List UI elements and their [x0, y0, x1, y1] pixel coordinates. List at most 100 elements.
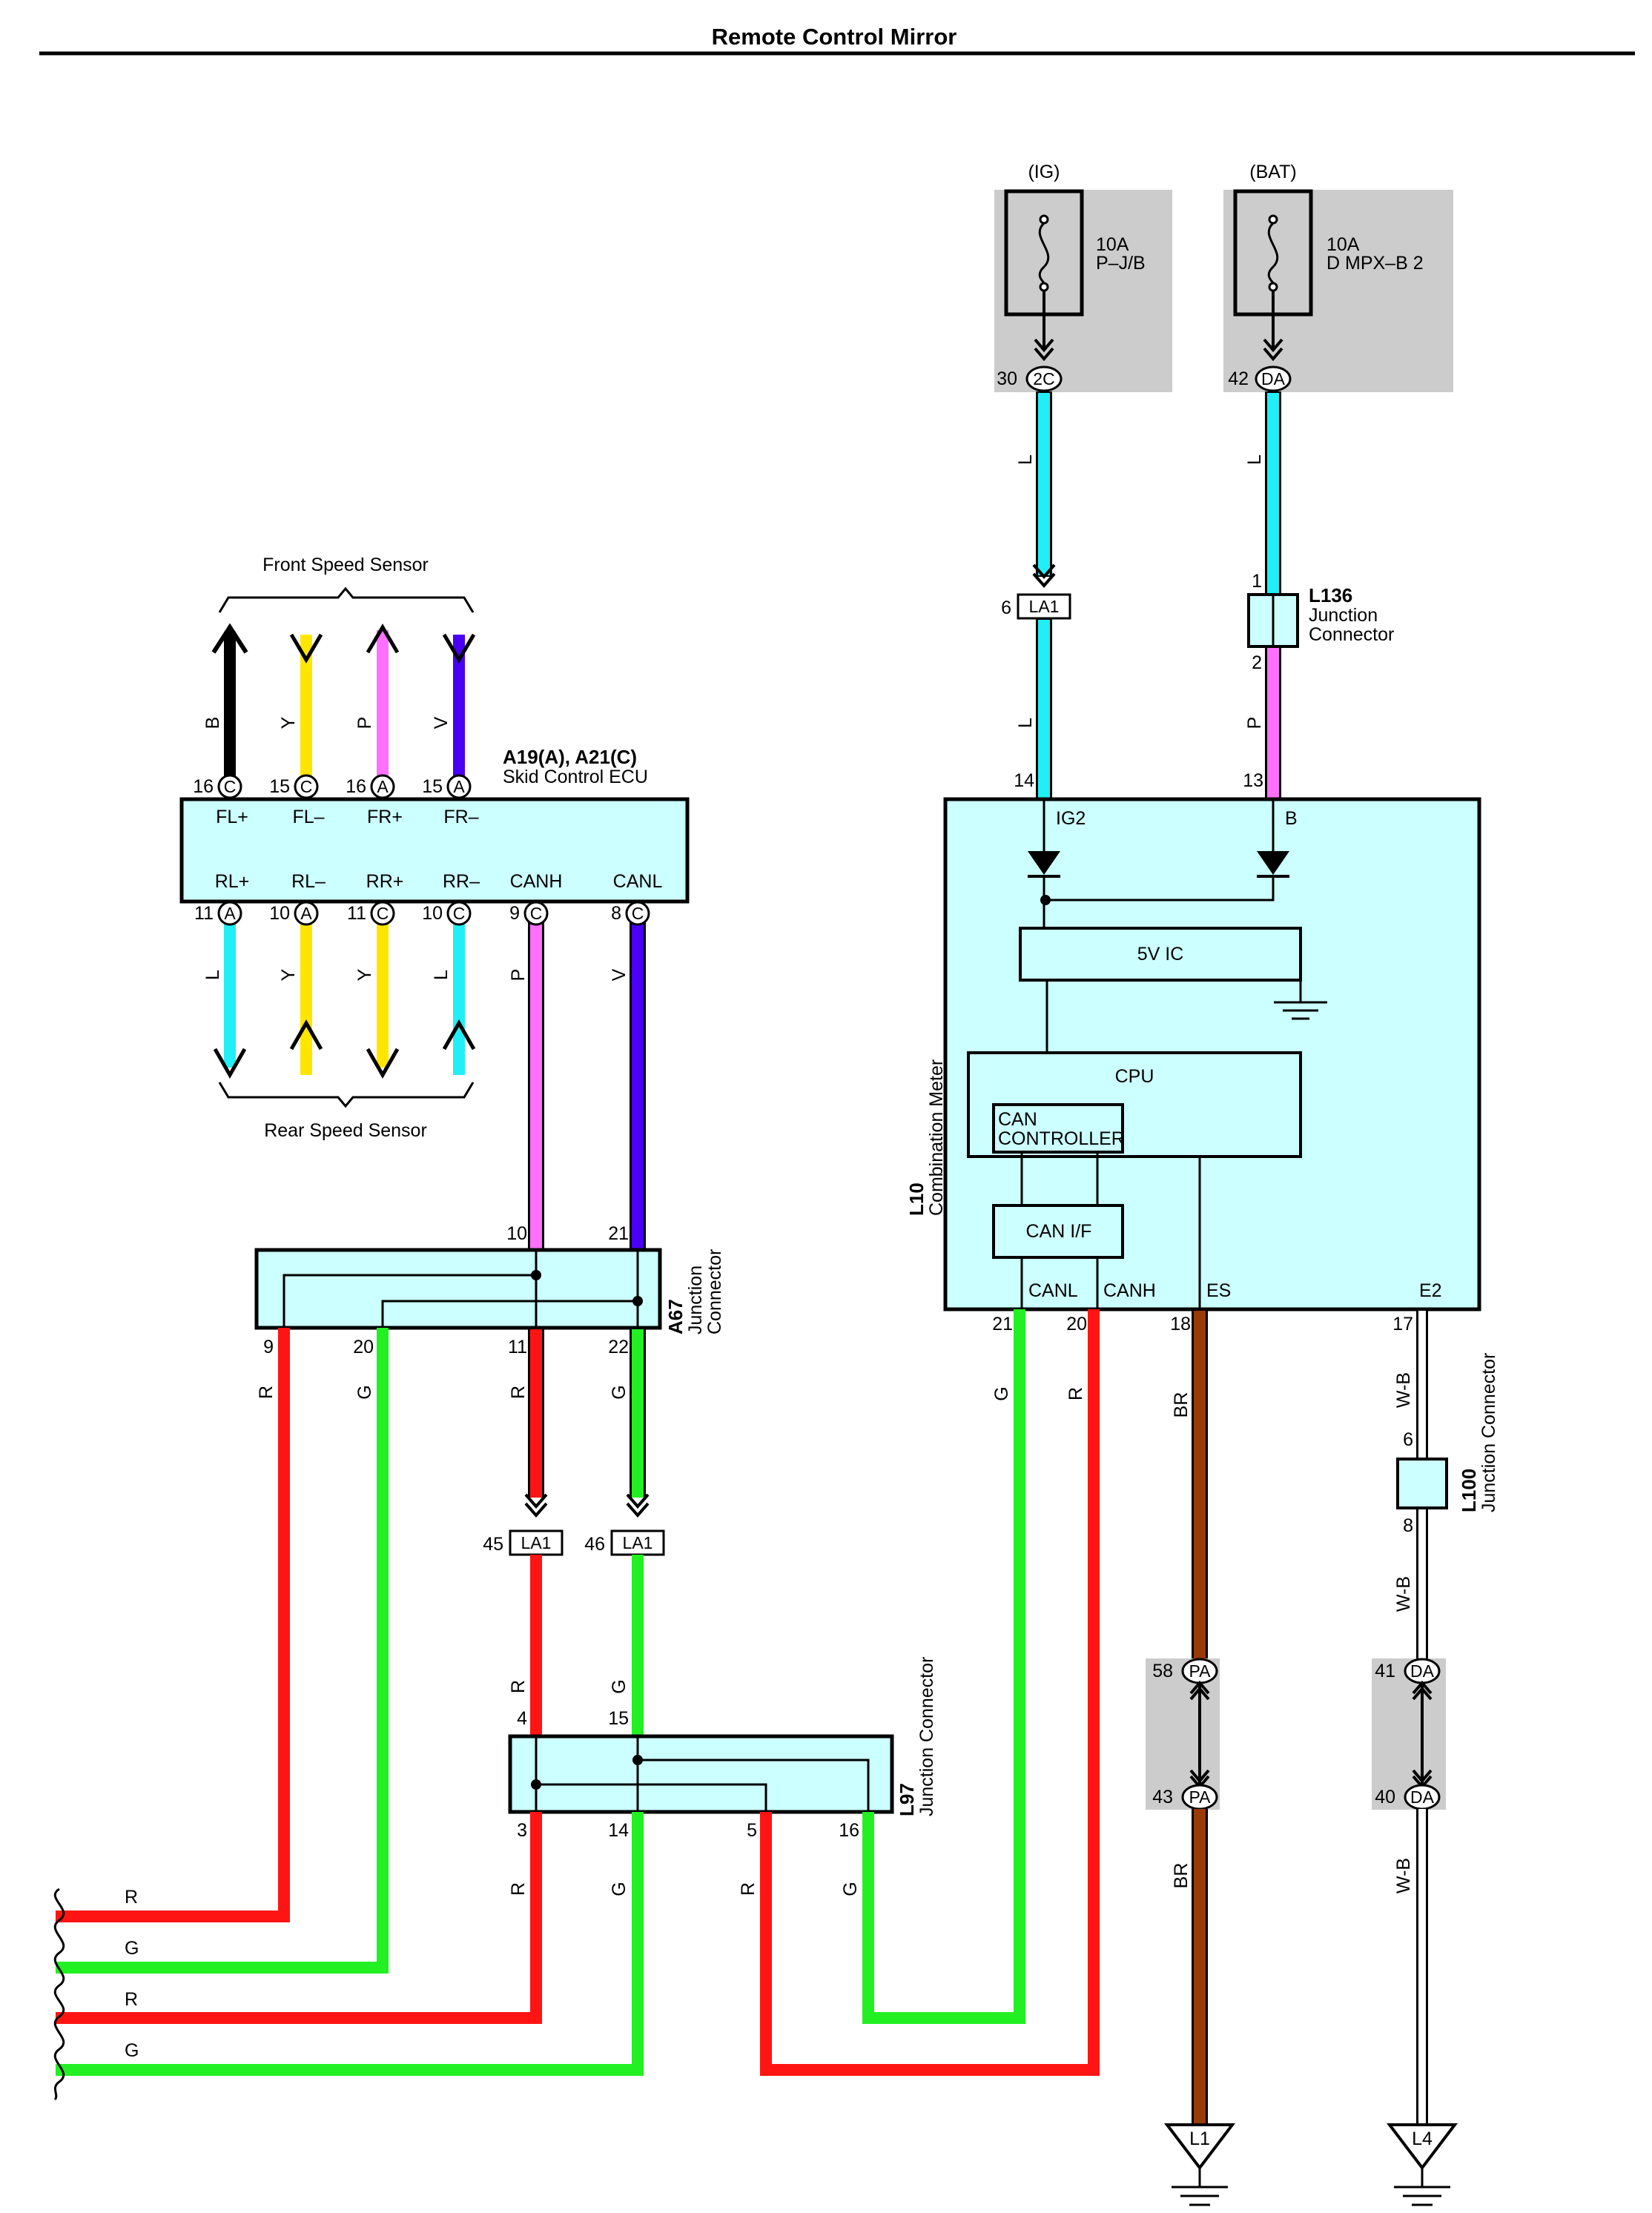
meter-pin-18: 18	[1170, 1314, 1191, 1334]
l97-pin-5: 5	[747, 1820, 757, 1841]
can-controller	[992, 1103, 1124, 1154]
da-pin-top: 41	[1375, 1661, 1395, 1681]
ecu-label-rr-plus: RR+	[366, 871, 404, 892]
can-controller-label-2: CONTROLLER	[998, 1128, 1125, 1149]
ecu-bot-conn-5: C	[530, 904, 543, 923]
ig-fuse-location: P–J/B	[1096, 253, 1146, 274]
ig-fuse-block: (IG) 10A P–J/B 2C 30	[994, 162, 1172, 392]
ecu-bot-conn-1: A	[224, 904, 236, 923]
ig-fuse-conn: 2C	[1033, 369, 1054, 388]
a67-code: A67	[664, 1299, 687, 1334]
meter-pin-21: 21	[992, 1314, 1013, 1334]
ecu-top-conn-2: C	[300, 777, 313, 796]
l97-junction-connector: 4 15 3 14 5 16 L97 Junction Connector	[508, 1657, 937, 1841]
la1-46-wire-color: G	[609, 1679, 630, 1693]
rr-plus-wire-color: Y	[354, 968, 375, 981]
l97-pin-15: 15	[608, 1708, 629, 1729]
harness-wire-4-color: G	[125, 2040, 139, 2061]
meter-canh-wire-color: R	[1065, 1387, 1086, 1400]
l97-pin-4: 4	[517, 1708, 527, 1729]
harness-wire-3-color: R	[125, 1989, 138, 2010]
da-conn-bottom: DA	[1410, 1787, 1435, 1807]
meter-pin-17: 17	[1392, 1314, 1413, 1334]
meter-canl-wire-color: G	[991, 1386, 1012, 1400]
ecu-top-conn-1: C	[224, 777, 237, 796]
l100-junction-connector	[1396, 1458, 1448, 1509]
skid-control-ecu: Front Speed Sensor B Y P V A19(A), A21(C…	[179, 555, 690, 1250]
5v-ic-label: 5V IC	[1137, 944, 1184, 965]
a67-pin-9: 9	[263, 1337, 274, 1357]
a67-wire-9-color: R	[256, 1386, 277, 1399]
la1-45-pin: 45	[483, 1534, 503, 1555]
l97-pin-16: 16	[839, 1820, 859, 1841]
la1-45-wire-color: R	[508, 1680, 529, 1693]
fl-plus-wire-color: B	[202, 717, 223, 730]
meter-pin-ig2: 14	[1014, 770, 1034, 791]
a67-name-1: Junction	[685, 1266, 706, 1334]
ecu-bot-conn-6: C	[632, 904, 644, 923]
pa-conn-top: PA	[1189, 1661, 1212, 1681]
ecu-top-conn-3: A	[377, 777, 389, 796]
l136-pin-in: 1	[1252, 571, 1262, 592]
can-if-label: CAN I/F	[1026, 1221, 1092, 1242]
meter-label-ig2: IG2	[1056, 808, 1086, 829]
a67-pin-20: 20	[353, 1337, 374, 1357]
ecu-bot-pin-5: 9	[509, 903, 520, 924]
fr-minus-wire-color: V	[431, 716, 452, 729]
ecu-label-rr-minus: RR–	[443, 871, 480, 892]
l136-code: L136	[1309, 584, 1352, 606]
fr-plus-wire-color: P	[354, 717, 375, 730]
bat-wire: L 1 2 L136 Junction Connector P	[1244, 391, 1394, 799]
front-speed-sensor-label: Front Speed Sensor	[262, 555, 429, 575]
e2-wire-color-3: W-B	[1393, 1858, 1414, 1893]
l100-pin-out: 8	[1403, 1515, 1413, 1536]
a67-output-wires: R G R G LA1 45 LA1 46 R G	[56, 1328, 665, 1974]
bat-wire-color-top: L	[1244, 454, 1265, 465]
rear-speed-sensor-label: Rear Speed Sensor	[264, 1120, 427, 1141]
diagram-title: Remote Control Mirror	[712, 24, 957, 50]
ecu-bot-pin-4: 10	[422, 903, 443, 924]
a67-wire-11-color: R	[508, 1386, 529, 1399]
harness-wire-2-color: G	[125, 1938, 139, 1959]
l136-name-1: Junction	[1309, 605, 1378, 626]
da-pin-bottom: 40	[1375, 1787, 1395, 1807]
ecu-bot-conn-3: C	[377, 904, 389, 923]
ecu-label-canh: CANH	[510, 871, 563, 892]
ecu-top-pin-2: 15	[269, 776, 290, 797]
l97-wire-14-color: G	[609, 1882, 630, 1896]
e2-wire-color-1: W-B	[1393, 1372, 1414, 1408]
diode-b	[1257, 851, 1289, 875]
rl-plus-wire-color: L	[202, 970, 223, 980]
ecu-label-rl-minus: RL–	[291, 871, 326, 892]
harness-wire-1-color: R	[125, 1887, 138, 1908]
pa-pin-bottom: 43	[1152, 1787, 1173, 1807]
a67-pin-21: 21	[608, 1223, 629, 1244]
ecu-bot-conn-4: C	[453, 904, 466, 923]
bat-fuse-conn: DA	[1261, 369, 1286, 388]
a67-name-2: Connector	[704, 1249, 725, 1334]
l97-pin-3: 3	[517, 1820, 527, 1841]
meter-label-canl: CANL	[1028, 1280, 1078, 1301]
l97-code: L97	[896, 1783, 918, 1816]
la1-right-pin: 6	[1001, 598, 1011, 618]
ecu-canl-wire-color: V	[609, 968, 630, 981]
ground-l4-symbol	[1386, 2123, 1458, 2171]
a67-pin-10: 10	[506, 1223, 527, 1244]
l97-wire-3-color: R	[508, 1882, 529, 1896]
la1-right-label: LA1	[1029, 597, 1060, 616]
ig-fuse-pin: 30	[997, 368, 1017, 389]
la1-45-label: LA1	[521, 1533, 552, 1552]
bat-fuse-location: D MPX–B 2	[1326, 253, 1424, 274]
ecu-bot-conn-2: A	[300, 904, 312, 923]
l97-pin-14: 14	[608, 1820, 629, 1841]
harness-continuation: R G R G	[53, 1887, 139, 2101]
rr-minus-wire-color: L	[431, 970, 452, 980]
meter-name: Combination Meter	[926, 1059, 947, 1216]
meter-label-es: ES	[1206, 1280, 1231, 1301]
ecu-label-fr-plus: FR+	[367, 807, 403, 827]
meter-pin-b: 13	[1243, 770, 1263, 791]
l97-output-wires: R G R G G R	[56, 1309, 1100, 2076]
a67-wire-22-color: G	[609, 1385, 630, 1399]
rl-minus-wire-color: Y	[278, 968, 299, 981]
combination-meter: 14 13 IG2 B 5V IC CPU CAN CONTROLLER CAN…	[905, 770, 1481, 1334]
